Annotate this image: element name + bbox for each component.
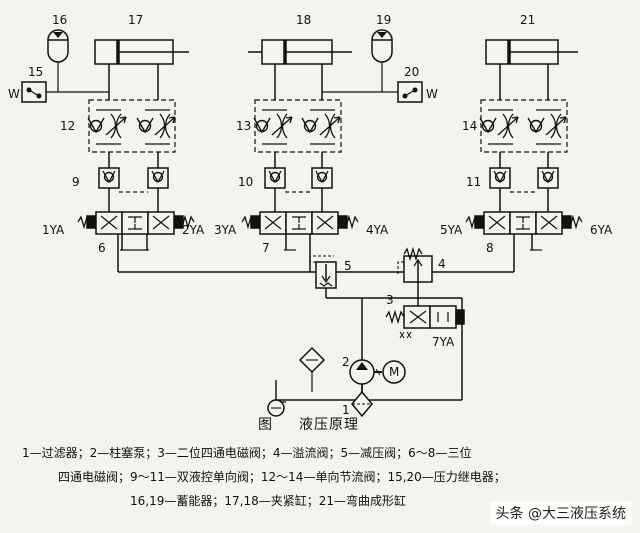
label-7ya: 7YA <box>432 335 455 349</box>
relief-valve-4 <box>397 248 433 306</box>
label-5ya: 5YA <box>440 223 463 237</box>
throttle-check-valve-14 <box>479 99 568 168</box>
label-18: 18 <box>296 13 311 27</box>
directional-valve-8 <box>465 211 583 262</box>
pressure-switch-20 <box>382 81 423 103</box>
label-m: M <box>389 365 399 379</box>
clamp-cylinder-18 <box>248 39 352 100</box>
label-17: 17 <box>128 13 143 27</box>
label-2ya: 2YA <box>182 223 205 237</box>
caption-prefix: 图 <box>258 417 273 433</box>
label-7: 7 <box>262 241 270 255</box>
label-4ya: 4YA <box>366 223 389 237</box>
clamp-cylinder-17 <box>94 39 189 100</box>
motor-m <box>382 360 406 384</box>
label-11: 11 <box>466 175 481 189</box>
label-1: 1 <box>342 403 350 417</box>
pilot-check-valve-11 <box>489 167 559 212</box>
directional-valve-6 <box>77 211 195 251</box>
bending-cylinder-21 <box>485 39 578 100</box>
label-13: 13 <box>236 119 251 133</box>
label-1ya: 1YA <box>42 223 65 237</box>
label-15: 15 <box>28 65 43 79</box>
accumulator-16 <box>47 29 69 92</box>
label-w-15: W <box>8 87 20 101</box>
oil-tank <box>275 380 286 403</box>
air-cooler <box>298 346 326 392</box>
label-12: 12 <box>60 119 75 133</box>
throttle-check-valve-13 <box>253 99 342 168</box>
label-16: 16 <box>52 13 67 27</box>
caption-title: 液压原理 <box>299 417 359 433</box>
solenoid-valve-3 <box>385 305 465 339</box>
throttle-check-valve-12 <box>87 99 176 168</box>
label-19: 19 <box>376 13 391 27</box>
figure-caption: 图 液压原理 <box>258 414 359 434</box>
hydraulic-schematic: 16 17 18 19 21 15 20 W W 12 13 14 9 10 1… <box>8 13 613 418</box>
pressure-reducing-valve-5 <box>309 255 362 299</box>
filter-1 <box>351 384 373 418</box>
label-6: 6 <box>98 241 106 255</box>
legend-line-1: 1—过滤器；2—柱塞泵；3—二位四通电磁阀；4—溢流阀；5—减压阀；6～8—三位 <box>22 446 472 460</box>
label-10: 10 <box>238 175 253 189</box>
label-6ya: 6YA <box>590 223 613 237</box>
pressure-gauge <box>267 380 285 417</box>
label-3ya: 3YA <box>214 223 237 237</box>
label-8: 8 <box>486 241 494 255</box>
legend-line-3: 16,19—蓄能器；17,18—夹紧缸；21—弯曲成形缸 <box>130 494 406 508</box>
label-4: 4 <box>438 257 446 271</box>
legend-line-2: 四通电磁阀；9～11—双液控单向阀；12～14—单向节流阀；15,20—压力继电… <box>58 470 506 484</box>
label-9: 9 <box>72 175 80 189</box>
directional-valve-7 <box>241 211 359 262</box>
pilot-check-valve-10 <box>264 167 333 212</box>
pilot-check-valve-9 <box>98 167 169 212</box>
label-w-20: W <box>426 87 438 101</box>
label-3: 3 <box>386 293 394 307</box>
label-2: 2 <box>342 355 350 369</box>
label-21: 21 <box>520 13 535 27</box>
label-5: 5 <box>344 259 352 273</box>
watermark-badge: 头条 @大三液压系统 <box>489 501 632 525</box>
accumulator-19 <box>322 29 393 93</box>
label-14: 14 <box>462 119 477 133</box>
label-20: 20 <box>404 65 419 79</box>
pressure-switch-15 <box>21 81 109 103</box>
plunger-pump-2 <box>349 359 382 385</box>
